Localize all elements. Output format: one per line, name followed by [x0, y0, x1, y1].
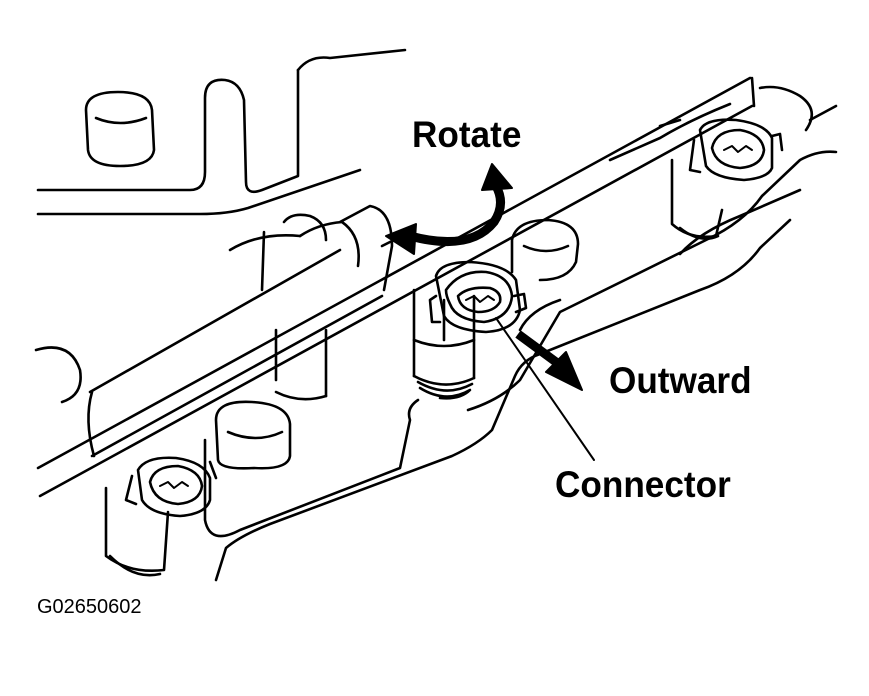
connector-label: Connector [555, 464, 731, 505]
outward-label: Outward [609, 360, 752, 401]
figure-id: G02650602 [37, 596, 142, 618]
rotate-arrowhead-top [481, 163, 513, 191]
bolt-boss-upper-left [84, 90, 156, 168]
injector-center [412, 260, 528, 400]
bolt-boss-lower [214, 400, 292, 470]
rotate-label: Rotate [412, 114, 522, 155]
outward-arrow [515, 330, 583, 391]
head-lower-outline [203, 85, 838, 582]
rotate-arrow [385, 163, 513, 255]
rail-support-posts [260, 213, 328, 401]
connector-leader-line [495, 317, 595, 461]
injector-upper-right [670, 118, 784, 240]
rotate-arrowhead-left [385, 223, 417, 255]
cylinder-head-casting [34, 48, 407, 404]
outward-arrowhead [545, 351, 583, 391]
fuel-rail [36, 76, 756, 498]
injector-lower-left [104, 456, 218, 577]
bolt-boss-center-right [510, 218, 580, 282]
